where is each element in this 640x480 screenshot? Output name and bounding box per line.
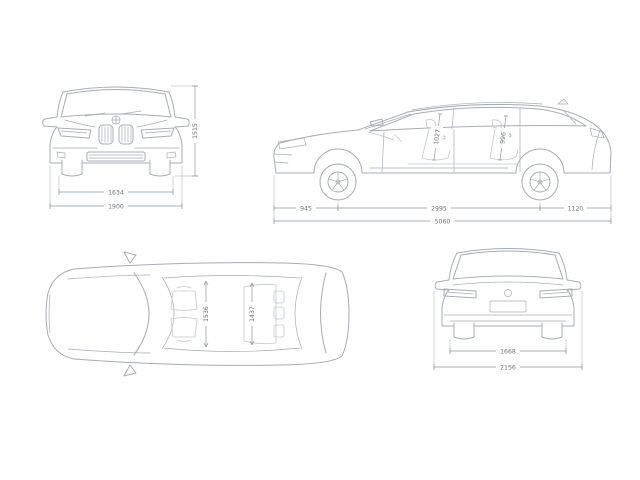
front-view-figure: 1634 1900 1515: [25, 70, 215, 230]
top-right-mirror: [123, 364, 137, 377]
front-width-dim: 1900: [108, 204, 124, 211]
side-front-wheel: [319, 163, 357, 201]
top-left-mirror: [123, 251, 137, 264]
front-headroom-dim: 1027: [433, 129, 442, 146]
rear-track-dim: 1668: [500, 349, 516, 356]
rear-left-mirror: [434, 279, 450, 291]
front-car-outline: [42, 86, 190, 177]
front-right-mirror: [174, 116, 190, 128]
rear-dimensions: 1668 2156: [433, 291, 583, 372]
side-glasshouse: [364, 106, 587, 132]
side-mirror: [369, 118, 384, 127]
rear-roundel-icon: [504, 289, 512, 297]
rear-overhang-dim: 1120: [568, 206, 584, 213]
top-dimensions: 1536 1437: [201, 280, 257, 348]
side-interior: [367, 119, 519, 165]
rear-taillights: [443, 288, 573, 299]
rear-car-outline: [434, 248, 582, 340]
overall-length-dim: 5060: [435, 219, 451, 226]
front-height-dim: 1515: [192, 123, 199, 139]
license-plate-area: [489, 300, 527, 313]
rear-shoulder-dim: 1437: [249, 306, 256, 322]
front-overhang-dim: 945: [300, 206, 312, 213]
front-wheels: [61, 159, 171, 177]
side-taillight: [589, 127, 605, 139]
rear-wheels: [453, 322, 563, 340]
side-interior-dimensions: 1027 996: [431, 113, 509, 161]
front-shoulder-dim: 1536: [203, 306, 210, 322]
top-car-outline: [45, 251, 350, 377]
wheelbase-dim: 2995: [431, 206, 447, 213]
front-left-mirror: [42, 116, 58, 128]
rear-right-mirror: [566, 279, 582, 291]
side-view-figure: 1027 996 945 2995 1120 5060: [258, 70, 628, 230]
top-interior: [170, 283, 285, 345]
side-car-outline: [273, 98, 612, 201]
rear-view-figure: 1668 2156: [420, 235, 600, 385]
brand-roundel-icon: [111, 115, 121, 125]
rear-headroom-dim: 996: [499, 132, 507, 145]
rear-width-mirrors-dim: 2156: [500, 365, 516, 372]
side-rear-wheel: [521, 163, 559, 201]
side-headlight: [277, 137, 307, 150]
front-dimensions: 1634 1900 1515: [49, 85, 201, 211]
kidney-grille: [98, 124, 134, 145]
front-headlights: [57, 127, 175, 139]
side-dimensions: 945 2995 1120 5060: [273, 175, 612, 226]
front-track-dim: 1634: [108, 190, 124, 197]
top-view-figure: 1536 1437: [30, 235, 360, 390]
